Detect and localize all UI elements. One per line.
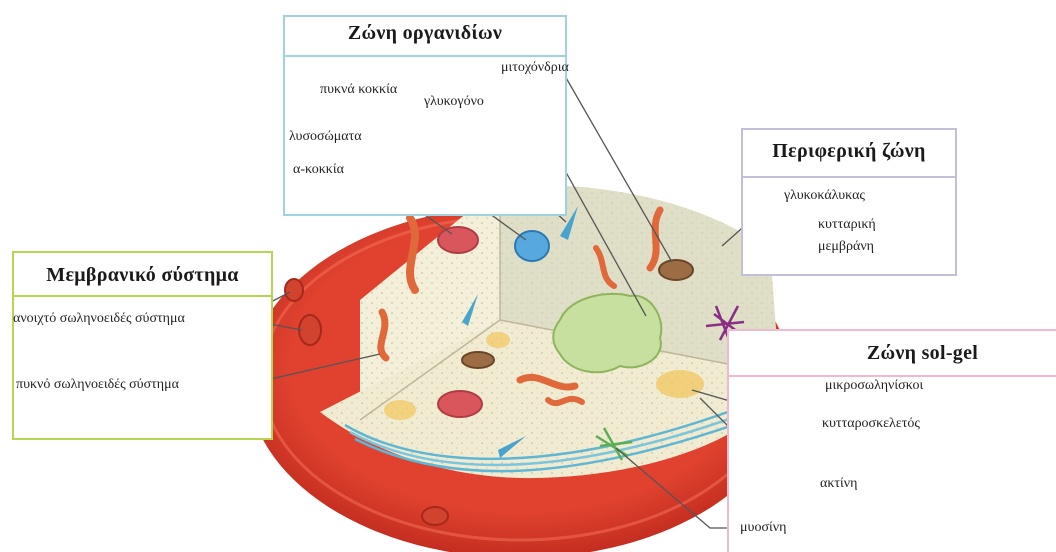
membrane-system-title: Μεμβρανικό σύστημα [14, 264, 271, 287]
organelle-zone-title: Ζώνη οργανιδίων [285, 22, 565, 45]
label-cytoskeleton: κυτταροσκελετός [822, 416, 920, 432]
alpha-granule-2 [438, 391, 482, 417]
label-myosin: μυοσίνη [740, 520, 786, 536]
actin-cluster-2 [384, 400, 416, 420]
canalicular-pit-2 [299, 315, 321, 345]
label-glycogen: γλυκογόνο [424, 94, 484, 110]
label-actin: ακτίνη [820, 476, 857, 492]
label-dense-tubular: πυκνό σωληνοειδές σύστημα [16, 377, 179, 393]
peripheral-zone-divider [743, 176, 955, 178]
label-alpha-granules: α-κοκκία [293, 162, 344, 178]
organelle-zone-divider [285, 55, 565, 57]
membrane-system-divider [14, 295, 271, 297]
solgel-zone-divider [729, 375, 1056, 377]
label-cell-membrane-1: κυτταρική [818, 217, 876, 233]
alpha-granule [438, 227, 478, 253]
solgel-zone-title: Ζώνη sol-gel [789, 342, 1056, 365]
label-open-canalicular: ανοιχτό σωληνοειδές σύστημα [13, 311, 185, 327]
label-glycocalyx: γλυκοκάλυκας [784, 188, 865, 204]
organelle-zone-box: Ζώνη οργανιδίων [283, 15, 567, 216]
label-cell-membrane-2: μεμβράνη [818, 239, 874, 255]
dense-tubular-1 [410, 218, 415, 290]
canalicular-pit-3 [422, 507, 448, 525]
solgel-zone-box: Ζώνη sol-gel [727, 329, 1056, 552]
mitochondrion-1 [659, 260, 693, 280]
actin-cluster-3 [486, 332, 510, 348]
label-microtubules: μικροσωληνίσκοι [825, 378, 923, 394]
membrane-system-box: Μεμβρανικό σύστημα [12, 251, 273, 440]
canalicular-pit-1 [285, 279, 303, 301]
label-mitochondria: μιτοχόνδρια [501, 60, 569, 76]
mitochondrion-2 [462, 352, 494, 368]
peripheral-zone-title: Περιφερική ζώνη [743, 140, 955, 163]
label-dense-granules: πυκνά κοκκία [320, 82, 397, 98]
actin-cluster-1 [656, 370, 704, 398]
label-lysosomes: λυσοσώματα [289, 129, 362, 145]
